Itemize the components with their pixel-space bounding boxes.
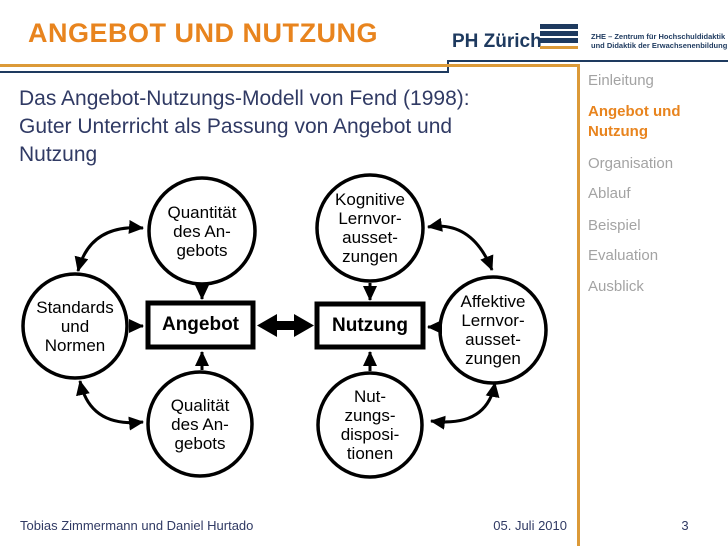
node-quantitaet-circle [147, 176, 257, 286]
sidebar-item-angebot-und-nutzung[interactable]: Angebot und Nutzung [588, 103, 681, 140]
sidebar-item-beispiel[interactable]: Beispiel [588, 217, 641, 234]
footer-authors: Tobias Zimmermann und Daniel Hurtado [20, 518, 254, 533]
node-qualitaet-circle [146, 370, 254, 478]
node-kognitive-circle [315, 173, 425, 283]
header-rule-orange [0, 64, 580, 67]
page-title: ANGEBOT UND NUTZUNG [28, 18, 378, 48]
arrow-standards-qualitaet [76, 380, 144, 431]
arrow-kognitive-affektive [427, 217, 494, 271]
sidebar-item-organisation[interactable]: Organisation [588, 155, 674, 172]
logo-unit-line2: und Didaktik der Erwachsenenbildung [591, 41, 728, 50]
node-dispositionen-circle [316, 371, 424, 479]
arrow-affektive-dispositionen [430, 382, 500, 430]
slide-body-text: Das Angebot-Nutzungs-Modell von Fend (19… [19, 87, 470, 166]
sidebar-divider-orange [577, 64, 580, 546]
slide-number: 3 [681, 518, 689, 533]
node-standards-circle [21, 272, 129, 380]
sidebar-item-einleitung[interactable]: Einleitung [588, 72, 654, 89]
footer-date: 05. Juli 2010 [493, 518, 567, 533]
logo-wordmark: PH Zürich [452, 31, 542, 52]
sidebar-item-evaluation[interactable]: Evaluation [588, 247, 659, 264]
arrow-angebot-nutzung-double [257, 314, 314, 337]
logo-unit-text: ZHE – Zentrum für Hochschuldidaktik und … [591, 32, 727, 50]
arrow-standards-quantitaet [74, 219, 144, 272]
sidebar-item-ablauf[interactable]: Ablauf [588, 185, 631, 202]
node-nutzung-box [314, 301, 426, 350]
node-affektive-circle [438, 275, 548, 385]
logo-bars-icon [540, 24, 578, 51]
sidebar-item-ausblick[interactable]: Ausblick [588, 278, 644, 295]
node-angebot-box [145, 300, 256, 350]
logo-unit-line1: ZHE – Zentrum für Hochschuldidaktik [591, 32, 726, 41]
header-rule-navy-left [0, 71, 449, 73]
header-rule-navy-right [447, 60, 728, 62]
